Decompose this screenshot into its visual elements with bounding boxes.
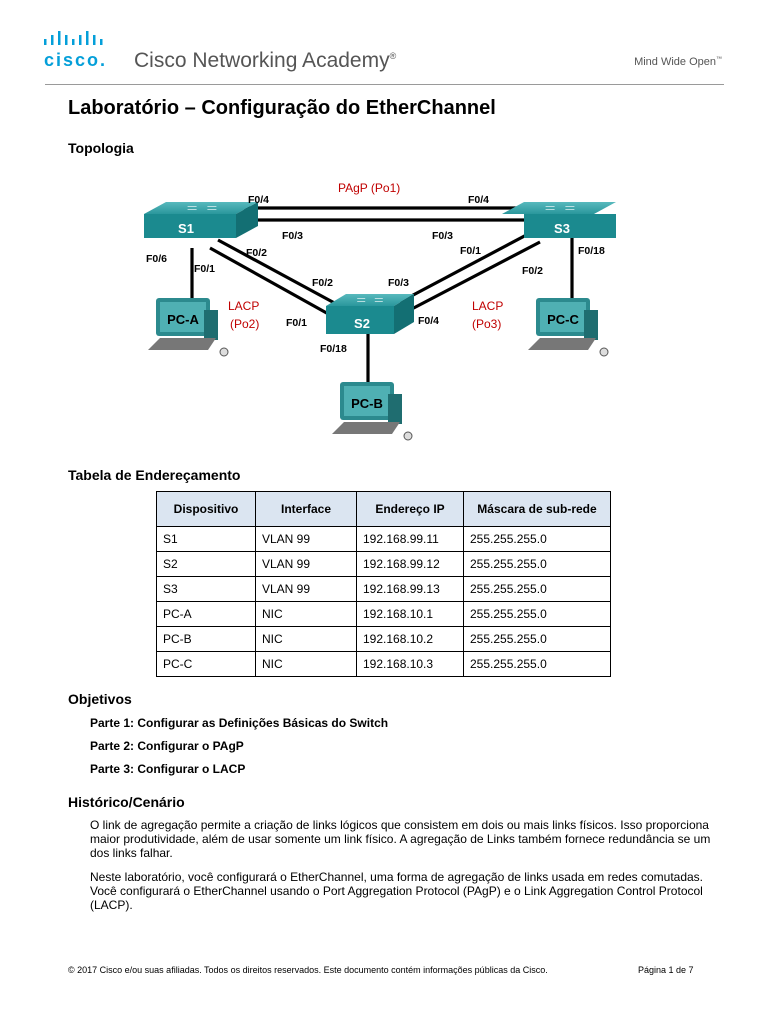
switch-s3: S3 [502,202,616,238]
port-label: F0/4 [248,194,269,206]
s2-label: S2 [354,316,370,331]
pc-a-icon: PC-A [148,298,229,357]
page-title: Laboratório – Configuração do EtherChann… [68,97,496,119]
table-cell: VLAN 99 [255,551,357,577]
addressing-heading: Tabela de Endereçamento [68,467,241,483]
table-row: S1 VLAN 99 192.168.99.11 255.255.255.0 [156,526,611,552]
port-label: F0/3 [432,230,453,242]
topology-diagram: S1 S3 S2 PC-A PC-B [144,181,616,441]
table-cell: 192.168.10.2 [356,626,464,652]
table-cell: 255.255.255.0 [463,551,611,577]
table-cell: S3 [156,576,256,602]
table-row: PC-C NIC 192.168.10.3 255.255.255.0 [156,651,611,677]
lacp-right-label: LACP [472,299,503,313]
tagline: Mind Wide Open™ [634,56,722,68]
port-label: F0/1 [460,245,481,257]
column-header: Dispositivo [156,491,256,527]
port-label: F0/2 [312,277,333,289]
table-cell: 255.255.255.0 [463,601,611,627]
footer-page-number: Página 1 de 7 [638,965,694,975]
port-label: F0/1 [286,317,307,329]
port-label: F0/4 [418,315,439,327]
cisco-logo-icon [44,31,103,45]
lacp-right-po: (Po3) [472,317,501,331]
header-divider [45,84,724,85]
s1-label: S1 [178,221,194,236]
addressing-table: Dispositivo Interface Endereço IP Máscar… [156,491,611,677]
port-label: F0/18 [320,343,347,355]
column-header: Interface [255,491,357,527]
objectives-heading: Objetivos [68,691,132,707]
table-cell: NIC [255,626,357,652]
lacp-left-po: (Po2) [230,317,259,331]
bundle-labels: PAgP (Po1) LACP (Po2) LACP (Po3) [228,181,503,331]
table-header-row: Dispositivo Interface Endereço IP Máscar… [156,491,611,527]
pc-c-label: PC-C [547,312,579,327]
table-cell: VLAN 99 [255,576,357,602]
table-cell: 192.168.10.3 [356,651,464,677]
table-cell: NIC [255,651,357,677]
port-label: F0/6 [146,253,167,265]
switch-s2: S2 [326,294,414,334]
table-cell: 255.255.255.0 [463,526,611,552]
cisco-wordmark: cisco. [44,50,108,70]
port-label: F0/2 [246,247,267,259]
table-row: PC-A NIC 192.168.10.1 255.255.255.0 [156,601,611,627]
table-cell: 192.168.99.13 [356,576,464,602]
lacp-left-label: LACP [228,299,259,313]
port-label: F0/3 [388,277,409,289]
switch-s1: S1 [144,202,258,238]
page-header: cisco. Cisco Networking Academy® Mind Wi… [0,0,768,84]
table-row: PC-B NIC 192.168.10.2 255.255.255.0 [156,626,611,652]
background-heading: Histórico/Cenário [68,794,185,810]
pagp-label: PAgP (Po1) [338,181,400,195]
table-cell: NIC [255,601,357,627]
objective-item: Parte 2: Configurar o PAgP [90,739,244,753]
pc-a-label: PC-A [167,312,199,327]
background-paragraph-1: O link de agregação permite a criação de… [90,818,711,860]
table-cell: S2 [156,551,256,577]
pc-c-icon: PC-C [528,298,609,357]
objective-item: Parte 3: Configurar o LACP [90,762,246,776]
topology-heading: Topologia [68,140,134,156]
table-cell: 192.168.99.12 [356,551,464,577]
table-cell: S1 [156,526,256,552]
port-label: F0/2 [522,265,543,277]
port-label: F0/4 [468,194,489,206]
table-cell: PC-A [156,601,256,627]
column-header: Máscara de sub-rede [463,491,611,527]
table-cell: 192.168.99.11 [356,526,464,552]
s3-label: S3 [554,221,570,236]
objective-item: Parte 1: Configurar as Definições Básica… [90,716,389,730]
table-cell: 255.255.255.0 [463,651,611,677]
table-cell: 192.168.10.1 [356,601,464,627]
table-cell: PC-B [156,626,256,652]
port-labels: F0/4 F0/4 F0/3 F0/3 F0/6 F0/1 F0/2 F0/2 … [146,194,605,355]
pc-b-icon: PC-B [332,382,413,441]
footer-copyright: © 2017 Cisco e/ou suas afiliadas. Todos … [68,965,548,975]
academy-name: Cisco Networking Academy® [134,49,397,72]
network-links [190,206,574,382]
column-header: Endereço IP [356,491,464,527]
port-label: F0/3 [282,230,303,242]
table-row: S2 VLAN 99 192.168.99.12 255.255.255.0 [156,551,611,577]
pc-b-label: PC-B [351,396,383,411]
port-label: F0/18 [578,245,605,257]
table-cell: 255.255.255.0 [463,576,611,602]
table-cell: 255.255.255.0 [463,626,611,652]
table-cell: VLAN 99 [255,526,357,552]
table-row: S3 VLAN 99 192.168.99.13 255.255.255.0 [156,576,611,602]
background-paragraph-2: Neste laboratório, você configurará o Et… [90,870,704,912]
table-cell: PC-C [156,651,256,677]
port-label: F0/1 [194,263,215,275]
